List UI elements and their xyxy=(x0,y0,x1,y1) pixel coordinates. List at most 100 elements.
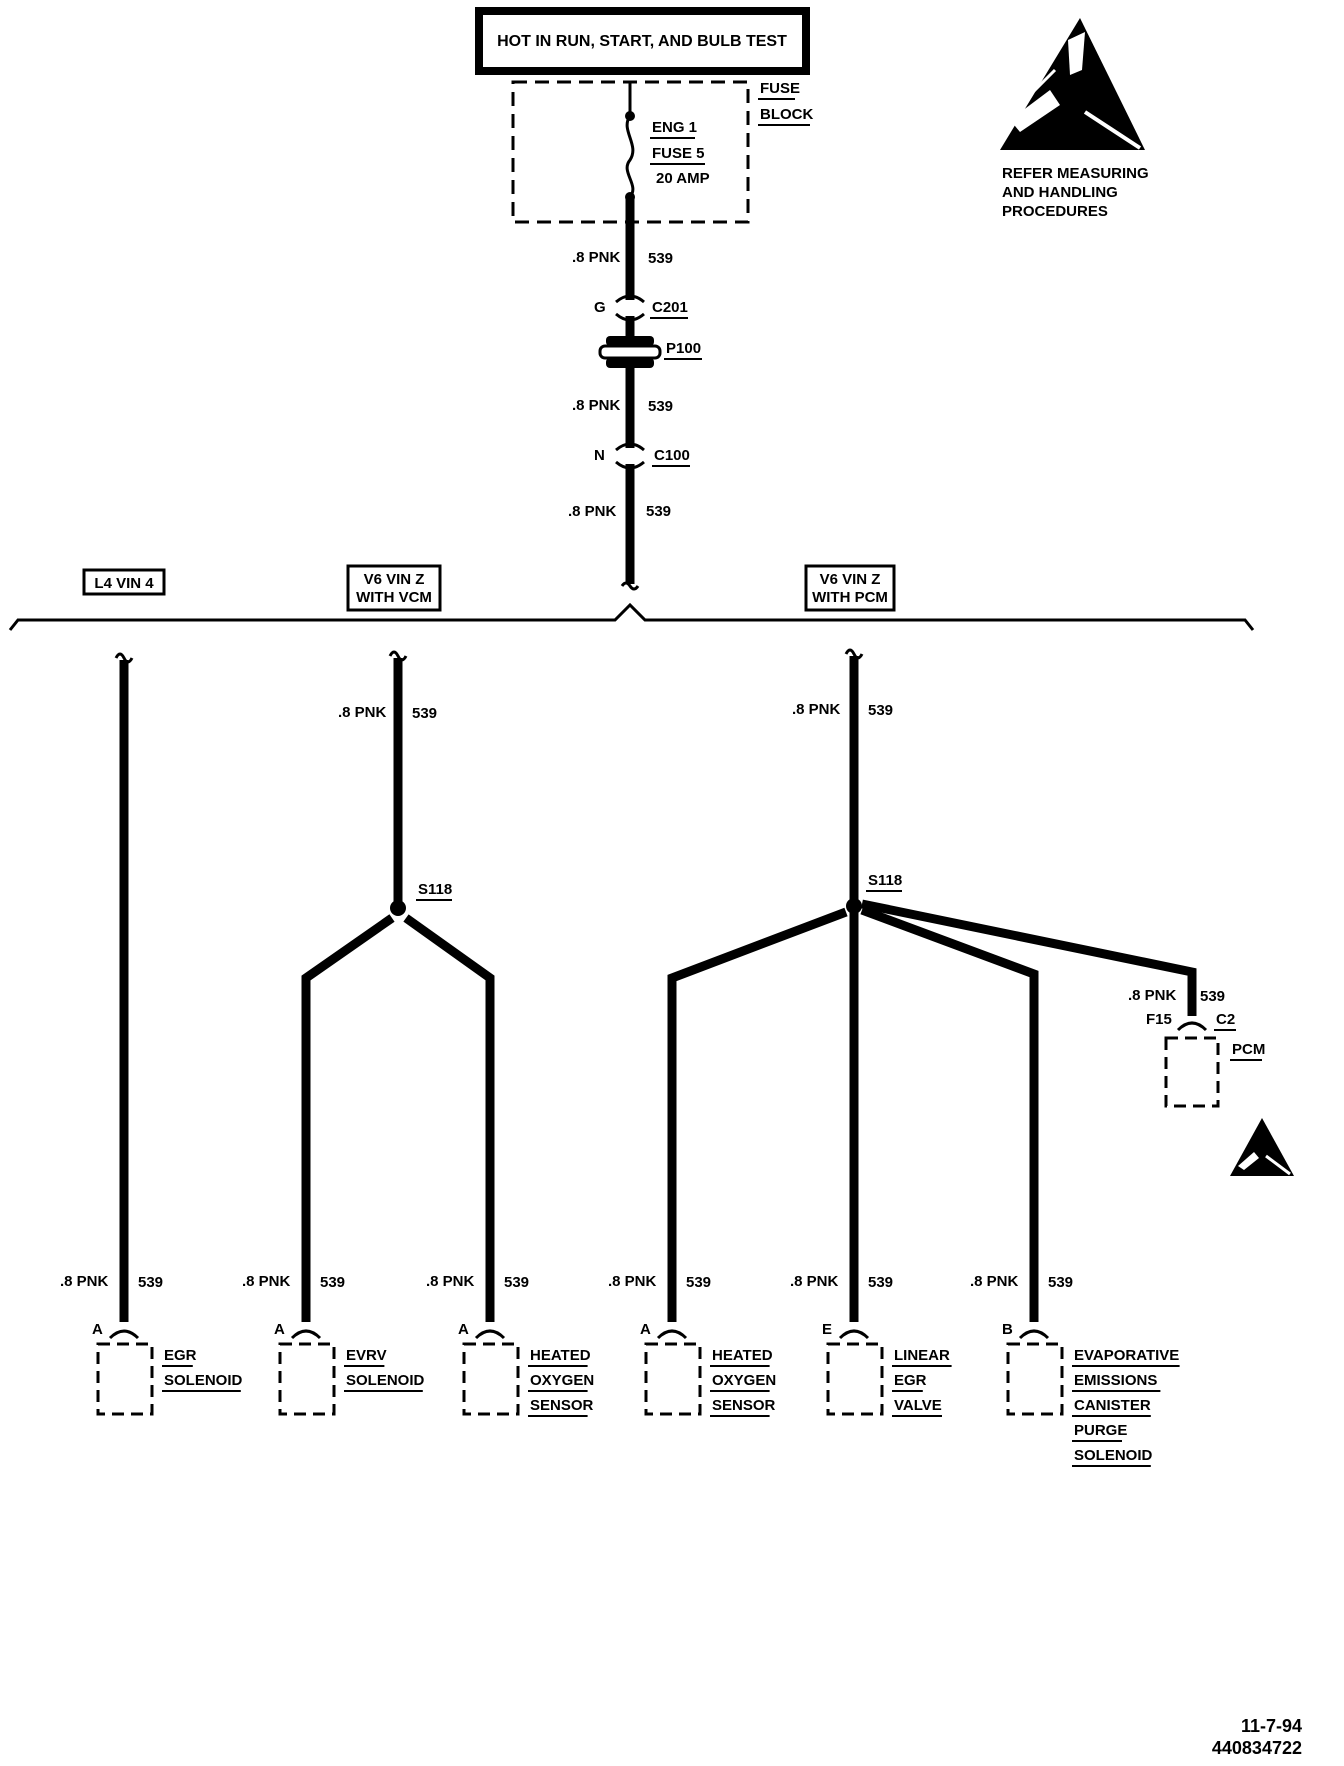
fuse-block-label-2: BLOCK xyxy=(760,106,813,123)
c201-pin: G xyxy=(594,299,606,316)
component-connector xyxy=(1018,1329,1050,1340)
component-connector xyxy=(656,1329,688,1340)
component-name-line: EGR xyxy=(164,1347,197,1364)
trunk-circuit-1: 539 xyxy=(648,250,673,267)
branch-wire-o2-right xyxy=(667,907,848,1322)
footer-ref: 440834722 xyxy=(1212,1738,1302,1758)
branch-wire-evap xyxy=(860,905,1039,1322)
component-circuit: 539 xyxy=(138,1274,163,1291)
trunk-break-mark xyxy=(620,581,640,591)
component-outline xyxy=(1006,1342,1064,1416)
component-name-line: SENSOR xyxy=(712,1397,776,1414)
component-name-line: SOLENOID xyxy=(1074,1447,1153,1464)
option-box-l4 xyxy=(82,568,166,596)
component-name-line: VALVE xyxy=(894,1397,942,1414)
fuse-block-label-1: FUSE xyxy=(760,80,800,97)
fuse-element xyxy=(625,115,635,198)
splice-left-label: S118 xyxy=(418,881,452,898)
branch-wire-evrv xyxy=(301,914,395,1322)
component-connector xyxy=(108,1329,140,1340)
component-connector xyxy=(290,1329,322,1340)
option-bracket xyxy=(8,602,1255,631)
component-connector xyxy=(838,1329,870,1340)
pcm-pin: F15 xyxy=(1146,1011,1172,1028)
vcm-feed-wire-size: .8 PNK xyxy=(338,704,387,721)
esd-warning-icon xyxy=(1000,18,1145,150)
footer-date: 11-7-94 xyxy=(1241,1716,1302,1736)
pcm-feed-wire-size: .8 PNK xyxy=(792,701,841,718)
component-name-line: EVAPORATIVE xyxy=(1074,1347,1179,1364)
pcm-outline xyxy=(1164,1036,1220,1108)
esd-note-line-3: PROCEDURES xyxy=(1002,203,1108,220)
esd-note-line-2: AND HANDLING xyxy=(1002,184,1118,201)
trunk-wire-size-2: .8 PNK xyxy=(572,397,621,414)
component-circuit: 539 xyxy=(320,1274,345,1291)
option-label-pcm-1: V6 VIN Z xyxy=(820,571,881,588)
component-outline xyxy=(826,1342,884,1416)
fuse-name: ENG 1 xyxy=(652,119,697,136)
option-box-pcm xyxy=(804,564,896,612)
component-name-line: OXYGEN xyxy=(712,1372,776,1389)
splice-right-label: S118 xyxy=(868,872,902,889)
option-label-vcm-2: WITH VCM xyxy=(356,589,432,606)
component-circuit: 539 xyxy=(1048,1274,1073,1291)
c100-pin: N xyxy=(594,447,605,464)
component-name-line: HEATED xyxy=(712,1347,773,1364)
c201-connector xyxy=(615,294,645,304)
component-circuit: 539 xyxy=(504,1274,529,1291)
option-label-l4: L4 VIN 4 xyxy=(94,575,154,592)
component-name-line: OXYGEN xyxy=(530,1372,594,1389)
component-wire-size: .8 PNK xyxy=(60,1273,109,1290)
trunk-circuit-2: 539 xyxy=(648,398,673,415)
pcm-wire-size: .8 PNK xyxy=(1128,987,1177,1004)
c100-connector xyxy=(615,442,645,452)
component-name-line: EGR xyxy=(894,1372,927,1389)
c201-label: C201 xyxy=(652,299,688,316)
component-name-line: EVRV xyxy=(346,1347,387,1364)
pcm-feed-circuit: 539 xyxy=(868,702,893,719)
pcm-label: PCM xyxy=(1232,1041,1265,1058)
component-pin: A xyxy=(274,1321,285,1338)
component-wire-size: .8 PNK xyxy=(608,1273,657,1290)
component-pin: E xyxy=(822,1321,832,1338)
p100-label: P100 xyxy=(666,340,701,357)
option-label-pcm-2: WITH PCM xyxy=(812,589,888,606)
component-name-line: SENSOR xyxy=(530,1397,594,1414)
component-wire-size: .8 PNK xyxy=(970,1273,1019,1290)
component-outline xyxy=(96,1342,154,1416)
header-box-inner xyxy=(483,15,802,67)
component-pin: B xyxy=(1002,1321,1013,1338)
component-name-line: SOLENOID xyxy=(164,1372,243,1389)
component-connector xyxy=(474,1329,506,1340)
pcm-connector xyxy=(1176,1021,1208,1032)
trunk-circuit-3: 539 xyxy=(646,503,671,520)
vcm-feed-circuit: 539 xyxy=(412,705,437,722)
fuse-number: FUSE 5 xyxy=(652,145,705,162)
splice-s118-left xyxy=(390,900,406,916)
header-box-text: HOT IN RUN, START, AND BULB TEST xyxy=(497,33,787,50)
c100-label: C100 xyxy=(654,447,690,464)
component-circuit: 539 xyxy=(868,1274,893,1291)
component-name-line: CANISTER xyxy=(1074,1397,1151,1414)
component-outline xyxy=(278,1342,336,1416)
p100-grommet xyxy=(606,336,654,346)
component-wire-size: .8 PNK xyxy=(790,1273,839,1290)
component-wire-size: .8 PNK xyxy=(426,1273,475,1290)
pcm-conn-label: C2 xyxy=(1216,1011,1235,1028)
branch-wire-o2-left xyxy=(403,914,495,1322)
component-name-line: LINEAR xyxy=(894,1347,950,1364)
component-name-line: PURGE xyxy=(1074,1422,1127,1439)
branch-wire-pcm xyxy=(861,899,1197,1016)
option-label-vcm-1: V6 VIN Z xyxy=(364,571,425,588)
splice-s118-right xyxy=(846,898,862,914)
trunk-wire-size-3: .8 PNK xyxy=(568,503,617,520)
component-pin: A xyxy=(92,1321,103,1338)
component-pin: A xyxy=(640,1321,651,1338)
component-name-line: SOLENOID xyxy=(346,1372,425,1389)
component-pin: A xyxy=(458,1321,469,1338)
fuse-rating: 20 AMP xyxy=(656,170,710,187)
pcm-circuit: 539 xyxy=(1200,988,1225,1005)
